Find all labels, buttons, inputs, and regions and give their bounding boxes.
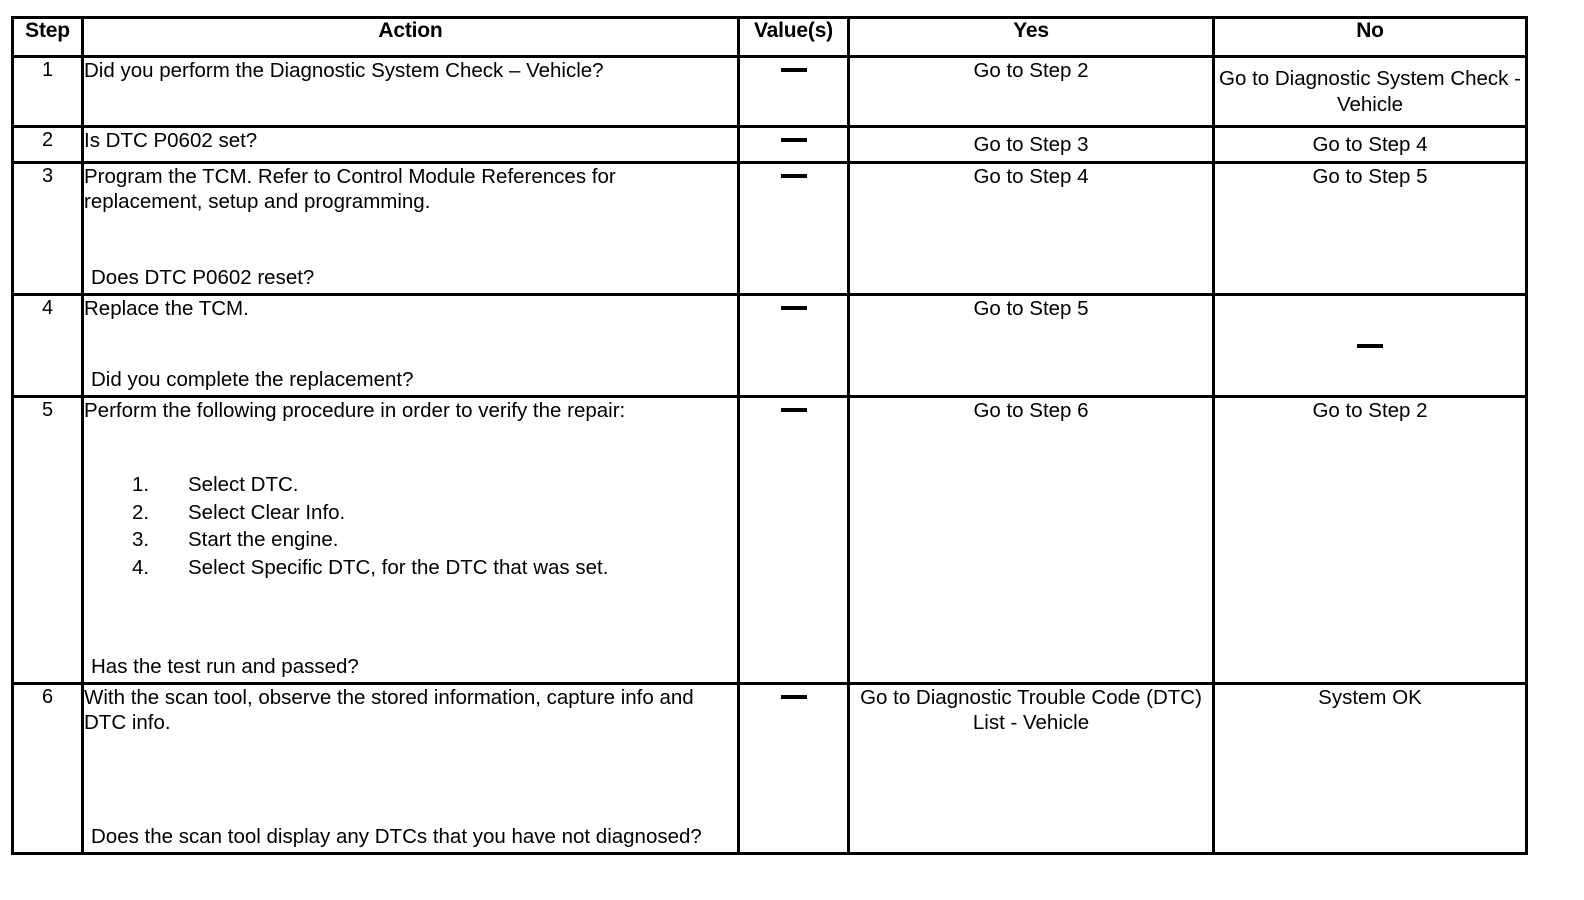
yes-branch: Go to Step 6 <box>847 395 1215 685</box>
table-row: 1 Did you perform the Diagnostic System … <box>11 55 1528 128</box>
yes-branch: Go to Step 5 <box>847 293 1215 398</box>
em-dash-icon <box>780 407 807 412</box>
value-cell <box>737 55 850 128</box>
table-row: 6 With the scan tool, observe the stored… <box>11 682 1528 855</box>
action-lead-text: With the scan tool, observe the stored i… <box>84 686 694 734</box>
action-lead-text: Perform the following procedure in order… <box>84 399 626 422</box>
step-number: 4 <box>11 293 84 398</box>
value-cell <box>737 293 850 398</box>
list-item: 3. Start the engine. <box>84 526 737 554</box>
table-row: 5 Perform the following procedure in ord… <box>11 395 1528 685</box>
yes-branch: Go to Step 4 <box>847 161 1215 296</box>
no-branch <box>1212 293 1528 398</box>
value-cell <box>737 161 850 296</box>
value-cell <box>737 682 850 855</box>
table-header-row: Step Action Value(s) Yes No <box>11 16 1528 58</box>
yes-branch: Go to Step 2 <box>847 55 1215 128</box>
action-text: Is DTC P0602 set? <box>81 125 740 164</box>
action-text: With the scan tool, observe the stored i… <box>81 682 740 855</box>
action-lead-text: Program the TCM. Refer to Control Module… <box>84 165 616 213</box>
value-cell <box>737 395 850 685</box>
em-dash-icon <box>780 137 807 142</box>
substep-text: Select Specific DTC, for the DTC that wa… <box>188 556 609 580</box>
diagnostic-step-table: Step Action Value(s) Yes No 1 Did you pe… <box>11 16 1528 855</box>
em-dash-icon <box>780 173 807 178</box>
action-lead-text: Is DTC P0602 set? <box>84 129 258 152</box>
column-header-yes: Yes <box>847 16 1215 58</box>
action-lead-text: Replace the TCM. <box>84 297 249 320</box>
yes-branch: Go to Step 3 <box>847 125 1215 164</box>
action-question-text: Does DTC P0602 reset? <box>91 266 315 289</box>
column-header-no: No <box>1212 16 1528 58</box>
action-question-text: Did you complete the replacement? <box>91 368 414 391</box>
table-row: 2 Is DTC P0602 set? Go to Step 3 Go to S… <box>11 125 1528 164</box>
no-branch: System OK <box>1212 682 1528 855</box>
action-lead-text: Did you perform the Diagnostic System Ch… <box>84 59 604 82</box>
column-header-step: Step <box>11 16 84 58</box>
step-number: 3 <box>11 161 84 296</box>
em-dash-icon <box>780 694 807 699</box>
substep-number: 1. <box>132 473 150 496</box>
substep-text: Start the engine. <box>188 528 339 552</box>
substep-number: 2. <box>132 500 150 524</box>
step-number: 1 <box>11 55 84 128</box>
table-row: 3 Program the TCM. Refer to Control Modu… <box>11 161 1528 296</box>
value-cell <box>737 125 850 164</box>
em-dash-icon <box>780 305 807 310</box>
no-branch: Go to Step 4 <box>1212 125 1528 164</box>
action-question-text: Does the scan tool display any DTCs that… <box>91 825 702 848</box>
column-header-value: Value(s) <box>737 16 850 58</box>
action-text: Did you perform the Diagnostic System Ch… <box>81 55 740 128</box>
substep-number: 3. <box>132 528 150 552</box>
substep-text: Select DTC. <box>188 473 299 496</box>
no-branch: Go to Step 5 <box>1212 161 1528 296</box>
substep-list: 1. Select DTC. 2. Select Clear Info. 3. … <box>84 471 737 582</box>
no-branch: Go to Diagnostic System Check - Vehicle <box>1212 55 1528 128</box>
table-row: 4 Replace the TCM. Did you complete the … <box>11 293 1528 398</box>
action-question-text: Has the test run and passed? <box>91 655 359 678</box>
action-text: Replace the TCM. Did you complete the re… <box>81 293 740 398</box>
step-number: 2 <box>11 125 84 164</box>
step-number: 6 <box>11 682 84 855</box>
em-dash-icon <box>780 67 807 72</box>
substep-number: 4. <box>132 556 150 580</box>
list-item: 4. Select Specific DTC, for the DTC that… <box>84 554 737 582</box>
no-branch: Go to Step 2 <box>1212 395 1528 685</box>
step-number: 5 <box>11 395 84 685</box>
em-dash-icon <box>1357 344 1383 349</box>
list-item: 1. Select DTC. <box>84 471 737 499</box>
substep-list-wrapper: 1. Select DTC. 2. Select Clear Info. 3. … <box>84 471 737 582</box>
substep-text: Select Clear Info. <box>188 500 346 524</box>
column-header-action: Action <box>81 16 740 58</box>
list-item: 2. Select Clear Info. <box>84 499 737 527</box>
yes-branch: Go to Diagnostic Trouble Code (DTC) List… <box>847 682 1215 855</box>
action-text: Program the TCM. Refer to Control Module… <box>81 161 740 296</box>
action-text: Perform the following procedure in order… <box>81 395 740 685</box>
